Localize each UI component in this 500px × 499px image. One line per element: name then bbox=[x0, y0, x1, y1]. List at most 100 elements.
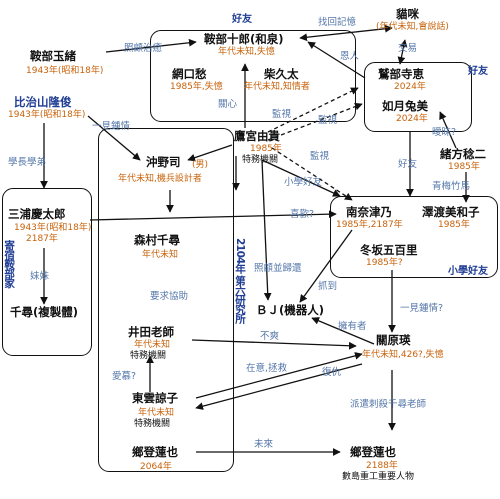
group-boarding bbox=[2, 188, 92, 356]
node-ida-sub: 年代未知 bbox=[134, 340, 171, 350]
rel-fuchou: 復仇 bbox=[322, 367, 342, 378]
node-miura-sub: 1943年(昭和18年) bbox=[14, 223, 92, 233]
node-gouto-2188-sub2: 數島重工重要人物 bbox=[342, 472, 415, 482]
rel-paiqian-cisha: 派遣刺殺千尋老師 bbox=[350, 399, 427, 410]
node-shiba-kyuta-sub: 年代未知,知情者 bbox=[244, 82, 310, 92]
node-ida: 井田老師 bbox=[128, 325, 174, 339]
node-ida-org: 特務機關 bbox=[130, 351, 167, 361]
edge-minami-bj bbox=[299, 229, 353, 303]
node-fuyusaka-sub: 1985年? bbox=[366, 258, 403, 268]
node-okino-tag: (男) bbox=[192, 160, 209, 170]
rel-aimei: 曖昧? bbox=[432, 127, 457, 138]
node-amiguchi: 網口愁 bbox=[172, 67, 207, 81]
group-primary-school-label: 小學好友 bbox=[448, 266, 488, 277]
node-kurama-gyokusho: 鞍部玉緒 bbox=[30, 49, 76, 63]
node-morimura: 森村千尋 bbox=[134, 233, 180, 247]
rel-haoyou-mid: 好友 bbox=[398, 159, 418, 170]
rel-weilai: 未來 bbox=[254, 439, 274, 450]
node-gouto-2188: 鄉登蓮也 bbox=[350, 445, 396, 459]
rel-zhaogu-zhiyu: 照顧治癒 bbox=[124, 43, 163, 54]
edge-neko-kaidou bbox=[397, 39, 408, 65]
node-chihiro-clone: 千尋(複製體) bbox=[10, 305, 79, 319]
group-primary-school bbox=[330, 196, 498, 278]
group-lab-2104 bbox=[98, 128, 234, 472]
rel-xihuan: 喜歡? bbox=[290, 209, 315, 220]
node-miura-sub2: 2187年 bbox=[26, 234, 58, 244]
node-kisaragi: 如月兔美 bbox=[382, 99, 428, 113]
edge-takamiya-minami bbox=[261, 159, 341, 197]
rel-jianshi-2: 監視 bbox=[318, 115, 338, 126]
rel-yijian-right: 一見鍾情? bbox=[400, 303, 444, 314]
edge-watch-1 bbox=[267, 87, 359, 133]
node-minami-sub: 1985年,2187年 bbox=[336, 220, 403, 230]
node-takamiya-org: 特務機關 bbox=[242, 155, 279, 165]
rel-qingmei-zhuma: 青梅竹馬 bbox=[432, 181, 471, 192]
node-amiguchi-sub: 1985年,失憶 bbox=[170, 82, 223, 92]
node-ogata-sub: 1985年 bbox=[448, 162, 480, 172]
edge-miura-minami bbox=[89, 210, 337, 221]
rel-jianshi-3: 監視 bbox=[310, 151, 330, 162]
group-boarding-label: 寄宿鞍部家 bbox=[3, 240, 16, 288]
node-takamiya: 鷹宮由貴 bbox=[234, 129, 280, 143]
rel-xuezhang-xuedi: 學長學弟 bbox=[8, 157, 47, 168]
group-top-friends-label: 好友 bbox=[232, 14, 252, 25]
rel-zhuadao: 抓到 bbox=[318, 281, 338, 292]
node-seki: 關原瑛 bbox=[376, 333, 411, 347]
node-gouto-2064: 鄉登蓮也 bbox=[132, 445, 178, 459]
edge-ogata-kisaragi bbox=[439, 111, 457, 149]
node-sawatari-sub: 1985年 bbox=[438, 220, 470, 230]
rel-zaiyi-zhengjiu: 在意,拯救 bbox=[246, 363, 288, 374]
edge-hijiyama-okino bbox=[87, 115, 141, 161]
edge-takamiya-okino bbox=[187, 144, 233, 162]
rel-meimei: 妹妹 bbox=[30, 271, 50, 282]
rel-yongyouzhe: 擁有者 bbox=[338, 321, 367, 332]
edge-ida-seki bbox=[191, 339, 357, 350]
node-gouto-2064-sub: 2064年 bbox=[140, 462, 172, 472]
node-minami: 南奈津乃 bbox=[346, 205, 392, 219]
edge-watch-2 bbox=[267, 102, 363, 141]
group-right-top-label: 好友 bbox=[468, 66, 488, 77]
node-shinonome-sub: 年代未知 bbox=[138, 408, 175, 418]
node-fuyusaka: 冬坂五百里 bbox=[360, 243, 418, 257]
node-takamiya-sub: 1985年 bbox=[250, 144, 282, 154]
node-ogata: 緒方稔二 bbox=[440, 147, 486, 161]
rel-zhaohui-jiyi: 找回記憶 bbox=[318, 17, 357, 28]
node-shiba-kyuta: 柴久太 bbox=[264, 67, 299, 81]
rel-guanxin: 關心 bbox=[218, 99, 238, 110]
node-okino-sub: 年代未知,機兵設計者 bbox=[118, 174, 202, 184]
node-kisaragi-sub: 2024年 bbox=[396, 114, 428, 124]
node-kaidou: 鷲部寺恵 bbox=[378, 67, 424, 81]
rel-yaoqiu-xiezhu: 要求協助 bbox=[150, 291, 189, 302]
group-top-friends bbox=[150, 30, 356, 122]
node-bj: ＢＪ(機器人) bbox=[256, 303, 325, 317]
rel-jiaoyi: 交易 bbox=[398, 43, 418, 54]
node-shinonome: 東雲諒子 bbox=[132, 391, 178, 405]
node-maneki: 貓咪 bbox=[396, 7, 419, 21]
rel-yijian-left: 一見鍾情 bbox=[92, 121, 131, 132]
node-okino: 沖野司 bbox=[146, 155, 181, 169]
edge-shinonome-seki bbox=[195, 352, 363, 399]
node-kurama-juro-sub: 年代未知,失憶 bbox=[218, 47, 275, 57]
rel-xiaoxue-haoyou: 小學好友 bbox=[284, 177, 323, 188]
rel-jianshi-1: 監視 bbox=[272, 109, 292, 120]
rel-enren: 恩人 bbox=[340, 51, 360, 62]
node-seki-sub: 年代未知,426?,失憶 bbox=[362, 350, 444, 360]
node-kaidou-sub: 2024年 bbox=[394, 82, 426, 92]
node-shinonome-org: 特務機關 bbox=[134, 419, 171, 429]
edge-seki-bj bbox=[311, 317, 375, 345]
edge-gyokusho-juro bbox=[105, 38, 197, 53]
group-right-top-friends bbox=[364, 62, 472, 132]
node-sawatari: 澤渡美和子 bbox=[422, 205, 480, 219]
edge-seki-shinonome bbox=[195, 363, 363, 410]
node-morimura-sub: 年代未知 bbox=[142, 250, 179, 260]
node-miura: 三浦慶太郎 bbox=[8, 207, 66, 221]
group-lab-label: 2104年 第六研究所 bbox=[234, 238, 246, 323]
rel-zhaogu-guihuan: 照顧並歸還 bbox=[254, 263, 302, 274]
rel-aimu: 愛慕? bbox=[112, 371, 137, 382]
rel-bulai: 不爽 bbox=[260, 331, 280, 342]
node-hijiyama-sub: 1943年(昭和18年) bbox=[8, 110, 86, 120]
node-maneki-sub: (年代未知,會說話) bbox=[376, 22, 449, 32]
edge-watch-3 bbox=[271, 147, 353, 201]
node-kurama-gyokusho-sub: 1943年(昭和18年) bbox=[26, 66, 104, 76]
